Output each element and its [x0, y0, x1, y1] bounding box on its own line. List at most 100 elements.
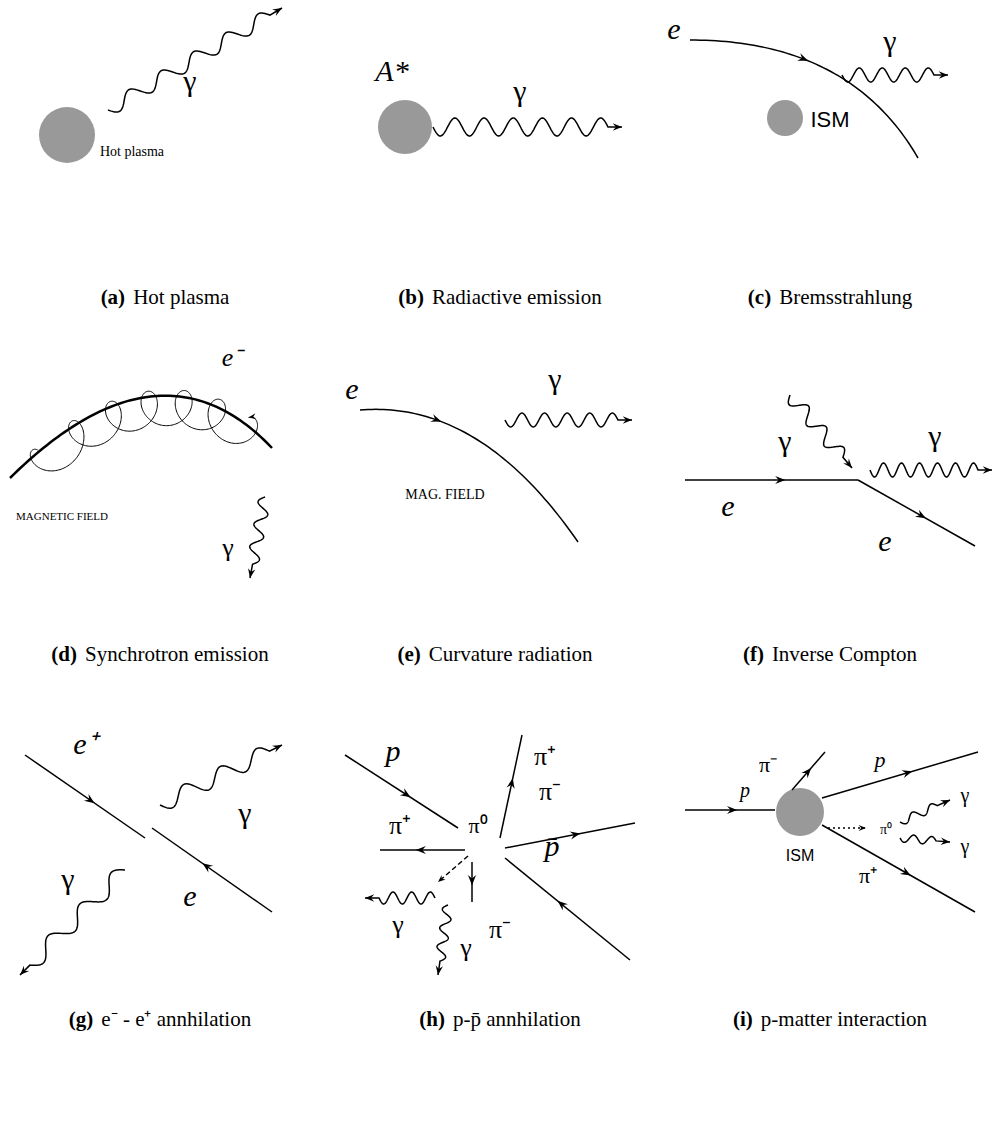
particle-label: γ — [238, 796, 251, 829]
photon-wave — [842, 68, 948, 82]
particle-label: γ — [513, 74, 526, 107]
neutral-pion-track — [438, 856, 468, 882]
photon-wave — [788, 395, 852, 468]
panel-letter: (i) — [733, 1008, 753, 1031]
panel-caption: Hot plasma — [133, 286, 229, 309]
panel-letter: (g) — [69, 1008, 94, 1031]
electron-helix — [30, 391, 257, 471]
arrow-head — [436, 965, 443, 975]
particle-label: e⁻ — [222, 344, 243, 373]
particle-label: γ — [222, 534, 234, 563]
panel-caption: Bremsstrahlung — [779, 286, 912, 309]
arrow-head — [797, 53, 808, 61]
arrow-head — [468, 875, 476, 885]
particle-label: π⁺ — [859, 864, 877, 888]
arrow-head — [623, 416, 632, 423]
panel-caption: p-p̄ annhilation — [453, 1008, 581, 1031]
particle-label: γ — [778, 424, 791, 457]
panel-caption: Synchrotron emission — [85, 643, 269, 666]
panel-letter: (d) — [51, 643, 77, 666]
particle-label: γ — [883, 24, 896, 57]
arrow-head — [900, 867, 911, 876]
arrow-head — [248, 568, 255, 578]
panel-caption: Radiactive emission — [432, 286, 602, 309]
particle-label: Hot plasma — [100, 144, 164, 159]
pion-track — [792, 752, 825, 790]
photon-wave — [250, 497, 268, 578]
particle-label: γ — [928, 419, 941, 452]
particle-label: e — [878, 524, 891, 557]
electron-track — [690, 40, 918, 158]
arrow-head — [727, 806, 737, 814]
particle-label: π⁻ — [489, 916, 511, 945]
ism-blob — [767, 100, 803, 136]
ism-blob — [776, 788, 824, 836]
particle-label: π⁰ — [468, 814, 487, 838]
proton-track — [685, 809, 775, 811]
panel-caption: e⁻ - e⁺ annhilation — [101, 1008, 251, 1031]
arrow-head — [365, 894, 374, 901]
arrow-head — [801, 768, 811, 778]
photon-wave — [870, 463, 992, 477]
photon-wave — [433, 118, 622, 136]
plasma-blob — [39, 107, 95, 163]
pion-track — [822, 825, 975, 912]
panel-caption: Curvature radiation — [429, 643, 593, 666]
electron-track — [152, 828, 272, 912]
panel-letter: (f) — [743, 643, 764, 666]
arrow-head — [400, 788, 411, 797]
particle-label: p — [386, 734, 401, 767]
particle-label: γ — [548, 362, 561, 395]
arrow-head — [915, 510, 926, 519]
electron-track — [858, 480, 975, 546]
neutral-pion-track — [828, 827, 866, 829]
photon-wave — [365, 892, 435, 904]
arrow-head — [430, 414, 441, 422]
arrow-head — [859, 825, 866, 831]
excited-nucleus — [378, 100, 432, 154]
arrow-head — [438, 875, 446, 882]
particle-label: p̄ — [545, 829, 560, 862]
arrow-head — [507, 778, 515, 789]
panel-letter: (e) — [397, 643, 420, 666]
panel-letter: (b) — [398, 286, 424, 309]
particle-label: ISM — [810, 108, 849, 132]
proton-track — [822, 752, 978, 798]
arrow-head — [940, 838, 950, 845]
particle-label: π⁺ — [534, 743, 556, 772]
arrow-head — [939, 71, 948, 78]
photon-wave — [437, 905, 451, 975]
pion-track — [505, 823, 635, 848]
particle-label: γ — [460, 934, 472, 963]
photon-wave — [505, 413, 632, 427]
arrow-head — [272, 8, 282, 16]
panel-caption: Inverse Compton — [772, 643, 917, 666]
arrow-head — [843, 459, 852, 468]
particle-label: e⁺ — [73, 727, 96, 760]
particle-label: MAG. FIELD — [405, 487, 484, 502]
particle-label: MAGNETIC FIELD — [16, 510, 108, 522]
positron-track — [25, 755, 145, 838]
particle-label: ISM — [786, 847, 814, 865]
particle-label: A* — [375, 54, 408, 87]
particle-label: γ — [183, 64, 196, 97]
photon-wave — [108, 8, 282, 112]
arrow-head — [983, 466, 992, 473]
photon-wave — [160, 745, 282, 808]
particle-label: e — [667, 12, 680, 45]
particle-label: p — [875, 748, 886, 772]
panel-letter: (c) — [748, 286, 771, 309]
arrow-head — [940, 800, 950, 807]
particle-label: γ — [961, 835, 970, 857]
particle-label: π⁻ — [539, 778, 561, 807]
arrow-head — [84, 794, 95, 803]
arrow-head — [249, 413, 257, 419]
panel-caption: p-matter interaction — [761, 1008, 927, 1031]
particle-label: π⁻ — [759, 753, 777, 777]
particle-label: γ — [392, 911, 404, 940]
particle-label: π⁺ — [389, 812, 411, 841]
particle-label: γ — [61, 862, 74, 895]
